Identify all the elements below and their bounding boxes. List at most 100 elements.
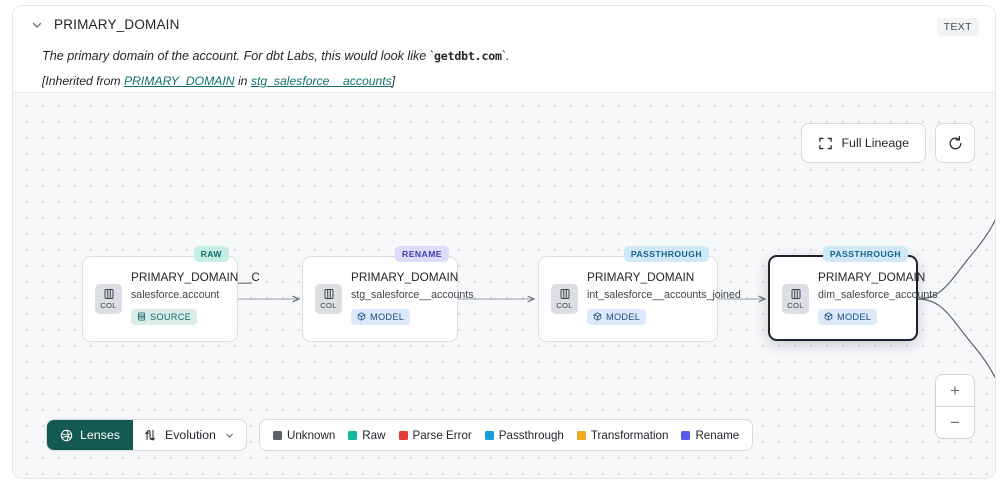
column-pill-label: COL	[320, 301, 337, 310]
description-text-post: `.	[501, 49, 510, 63]
chevron-down-icon	[226, 433, 233, 438]
inherited-column-link[interactable]: PRIMARY_DOMAIN	[123, 74, 235, 88]
node-lens-badge: PASSTHROUGH	[822, 246, 908, 262]
node-title: PRIMARY_DOMAIN	[587, 270, 695, 284]
inherited-from-note: [Inherited from PRIMARY_DOMAIN in stg_sa…	[42, 74, 395, 88]
legend-item: Raw	[348, 428, 386, 442]
node-lens-badge: PASSTHROUGH	[623, 246, 709, 262]
column-icon	[104, 289, 113, 299]
legend-swatch	[576, 430, 586, 440]
inherited-suffix: ]	[391, 74, 396, 88]
column-type-badge: TEXT	[936, 18, 979, 36]
column-icon	[560, 289, 569, 299]
legend-item: Rename	[681, 429, 739, 442]
evolution-dropdown[interactable]: Evolution	[132, 420, 246, 450]
column-lineage-panel: PRIMARY_DOMAIN TEXT The primary domain o…	[12, 5, 996, 479]
legend-item: Transformation	[576, 428, 669, 442]
zoom-controls-divider	[936, 406, 974, 407]
lineage-legend: Unknown Raw Parse Error Passthrough Tran…	[258, 419, 754, 451]
lens-aperture-icon	[60, 429, 73, 441]
zoom-in-button[interactable]: +	[950, 380, 960, 400]
node-subtitle: int_salesforce__accounts_joined	[587, 289, 741, 301]
header-divider	[13, 92, 995, 93]
database-icon	[138, 312, 145, 321]
inherited-prefix: [Inherited from	[42, 74, 124, 88]
node-body: PRIMARY_DOMAIN stg_salesforce__accounts …	[351, 270, 474, 326]
description-text-pre: The primary domain of the account. For d…	[42, 49, 434, 63]
canvas-bottom-bar: Lenses Evolution Unknown Raw	[46, 419, 754, 451]
node-type-label: MODEL	[837, 311, 872, 322]
lineage-node-selected[interactable]: PASSTHROUGH COL PRIMARY_DOMAIN dim_sales…	[768, 246, 938, 341]
node-lens-badge: RENAME	[395, 246, 449, 262]
full-lineage-button[interactable]: Full Lineage	[801, 123, 926, 163]
column-icon	[791, 289, 800, 299]
column-type-pill: COL	[315, 284, 342, 314]
cube-icon	[357, 312, 366, 321]
column-type-pill: COL	[95, 284, 122, 314]
legend-label: Unknown	[286, 428, 336, 442]
refresh-button[interactable]	[935, 123, 975, 163]
node-body: PRIMARY_DOMAIN dim_salesforce_accounts M…	[818, 270, 938, 326]
legend-swatch	[272, 430, 282, 440]
zoom-out-button[interactable]: −	[950, 412, 960, 432]
legend-swatch	[681, 430, 691, 440]
node-type-label: MODEL	[370, 311, 405, 322]
lenses-button[interactable]: Lenses	[47, 420, 133, 450]
node-body: PRIMARY_DOMAIN__C salesforce.account SOU…	[131, 270, 260, 326]
node-title: PRIMARY_DOMAIN__C	[131, 270, 260, 284]
header-title-row: PRIMARY_DOMAIN	[30, 17, 180, 32]
legend-swatch	[348, 430, 358, 440]
column-type-pill: COL	[782, 284, 809, 314]
node-subtitle: dim_salesforce_accounts	[818, 289, 938, 301]
node-title: PRIMARY_DOMAIN	[818, 270, 926, 284]
column-pill-label: COL	[556, 301, 573, 310]
page-title: PRIMARY_DOMAIN	[54, 17, 180, 32]
inherited-model-link[interactable]: stg_salesforce__accounts	[250, 74, 392, 88]
column-type-pill: COL	[551, 284, 578, 314]
node-body: PRIMARY_DOMAIN int_salesforce__accounts_…	[587, 270, 741, 326]
lineage-edges	[238, 219, 995, 379]
column-header: PRIMARY_DOMAIN TEXT The primary domain o…	[13, 6, 995, 93]
zoom-controls: + −	[935, 374, 975, 439]
node-type-pill: MODEL	[587, 308, 647, 325]
column-icon	[324, 289, 333, 299]
expand-corners-icon	[819, 137, 833, 149]
node-type-pill: MODEL	[351, 308, 411, 325]
node-title: PRIMARY_DOMAIN	[351, 270, 459, 284]
legend-label: Transformation	[590, 428, 669, 442]
cube-icon	[824, 312, 833, 321]
refresh-icon	[949, 135, 961, 149]
lineage-node[interactable]: PASSTHROUGH COL PRIMARY_DOMAIN int_sales…	[538, 246, 741, 342]
column-pill-label: COL	[787, 301, 804, 310]
chevron-down-icon[interactable]	[30, 18, 44, 32]
lineage-node[interactable]: RENAME COL PRIMARY_DOMAIN stg_salesforce…	[302, 246, 474, 342]
legend-item: Parse Error	[398, 428, 472, 442]
canvas-toolbar: Full Lineage	[801, 123, 975, 163]
node-lens-badge: RAW	[193, 246, 229, 262]
inherited-middle: in	[234, 74, 251, 88]
legend-swatch	[484, 430, 494, 440]
full-lineage-label: Full Lineage	[841, 136, 909, 150]
evolution-arrows-icon	[145, 429, 155, 441]
lineage-canvas[interactable]: RAW COL PRIMARY_DOMAIN__C salesforce.acc…	[13, 93, 995, 478]
node-subtitle: salesforce.account	[131, 289, 220, 301]
cube-icon	[593, 312, 602, 321]
lenses-label: Lenses	[80, 428, 120, 442]
column-pill-label: COL	[100, 301, 117, 310]
legend-label: Passthrough	[498, 428, 564, 442]
legend-swatch	[398, 430, 408, 440]
evolution-label: Evolution	[164, 428, 216, 442]
lineage-node[interactable]: RAW COL PRIMARY_DOMAIN__C salesforce.acc…	[82, 246, 260, 342]
node-type-pill: SOURCE	[131, 308, 198, 325]
lenses-control-group: Lenses Evolution	[46, 419, 247, 451]
node-type-label: MODEL	[606, 311, 641, 322]
node-subtitle: stg_salesforce__accounts	[351, 289, 474, 301]
column-description: The primary domain of the account. For d…	[42, 48, 942, 65]
legend-label: Raw	[362, 428, 386, 442]
legend-label: Parse Error	[412, 428, 472, 442]
description-code: getdbt.com	[434, 49, 502, 63]
node-type-label: SOURCE	[150, 311, 192, 322]
legend-label: Rename	[695, 428, 740, 442]
legend-item: Unknown	[272, 428, 336, 442]
legend-item: Passthrough	[484, 428, 564, 442]
